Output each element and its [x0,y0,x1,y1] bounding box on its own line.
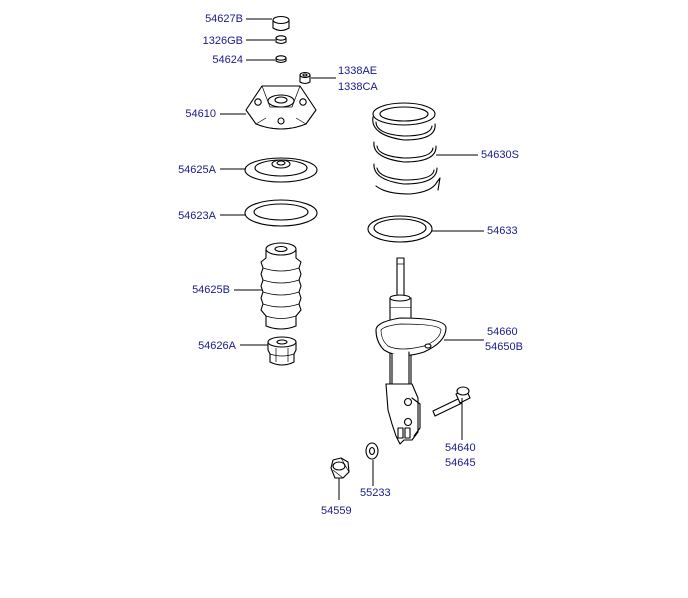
label-54625a[interactable]: 54625A [178,164,217,176]
label-54660[interactable]: 54660 [487,326,518,338]
label-54627b[interactable]: 54627B [205,13,243,25]
label-1326gb[interactable]: 1326GB [203,35,243,47]
strut-assembly-part[interactable] [375,257,447,445]
spring-pad-part[interactable] [244,199,318,227]
strut-mount-insulator-part[interactable] [245,85,317,130]
label-54624[interactable]: 54624 [212,54,243,66]
leader-lines [220,18,484,500]
coil-spring-part[interactable] [372,102,441,195]
knuckle-bolt-part[interactable] [432,386,471,417]
label-54650b[interactable]: 54650B [485,341,523,353]
label-54559[interactable]: 54559 [321,505,352,517]
label-54625b[interactable]: 54625B [192,284,230,296]
label-54630s[interactable]: 54630S [481,149,519,161]
label-55233[interactable]: 55233 [360,487,391,499]
bumper-boot-part[interactable] [260,242,302,330]
label-54610[interactable]: 54610 [185,108,216,120]
label-54640[interactable]: 54640 [445,442,476,454]
dust-cap-part[interactable] [272,15,290,32]
spring-lower-pad-part[interactable] [367,215,433,243]
part-number-labels: 54627B 1326GB 54624 1338AE 1338CA 54610 … [178,13,523,517]
lock-nut-part[interactable] [330,457,350,479]
label-1338ca[interactable]: 1338CA [338,81,378,93]
label-1338ae[interactable]: 1338AE [338,65,377,77]
spring-upper-seat-part[interactable] [244,157,318,183]
label-54633[interactable]: 54633 [487,225,518,237]
label-54645[interactable]: 54645 [445,457,476,469]
bumper-stopper-part[interactable] [267,336,297,366]
flat-washer-part[interactable] [365,442,379,460]
label-54623a[interactable]: 54623A [178,210,217,222]
mount-nut-part[interactable] [299,71,311,85]
label-54626a[interactable]: 54626A [198,340,237,352]
washer-part[interactable] [275,55,287,64]
top-nut-part[interactable] [275,35,287,45]
